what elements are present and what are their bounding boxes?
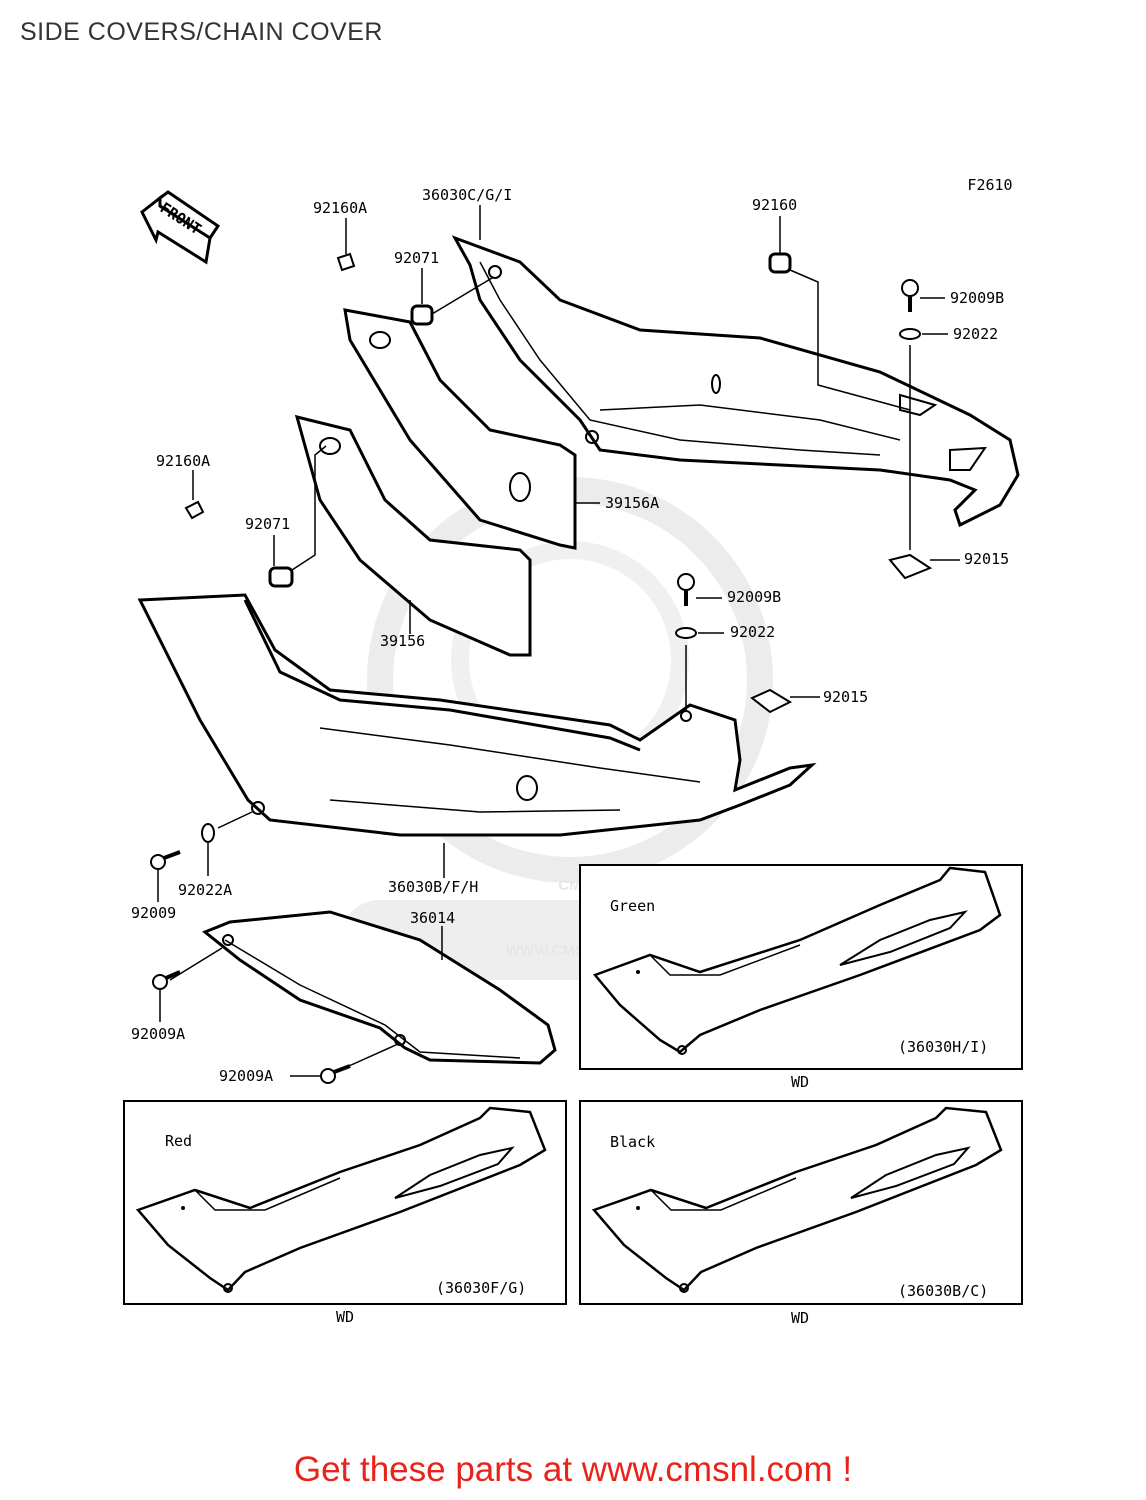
variant-box-green: Green (36030H/I) WD (579, 864, 1023, 1091)
washer-92022-right-icon (899, 328, 921, 340)
upper-tail-cover (451, 235, 1020, 528)
label-92009: 92009 (131, 904, 176, 922)
part-labels: 92160A 36030C/G/I 92160 92071 92009B 920… (131, 186, 1009, 1085)
label-39156a: 39156A (605, 494, 659, 512)
label-92015-right: 92015 (964, 550, 1009, 568)
footer-link[interactable]: www.cmsnl.com (581, 1450, 833, 1489)
variant-red-model: WD (336, 1308, 354, 1326)
damper-92071-top-icon (410, 304, 434, 326)
chain-cover (202, 910, 557, 1065)
variant-green-color: Green (610, 897, 655, 915)
bolt-92009a-bottom-icon (320, 1064, 351, 1084)
label-92015-mid: 92015 (823, 688, 868, 706)
label-92009b-mid: 92009B (727, 588, 781, 606)
variant-black-part-ref: (36030B/C) (898, 1282, 988, 1300)
footer-banner: Get these parts at www.cmsnl.com ! (0, 1450, 1146, 1490)
washer-92022a-icon (201, 823, 215, 843)
bolt-92009a-left-icon (152, 970, 181, 990)
side-panel-39156a (343, 308, 577, 550)
damper-92160-icon (768, 252, 792, 274)
label-36030b-f-h: 36030B/F/H (388, 878, 478, 896)
label-39156: 39156 (380, 632, 425, 650)
damper-92071-left-icon (268, 566, 294, 588)
bolt-92009b-mid-icon (677, 573, 695, 606)
footer-suffix: ! (832, 1450, 853, 1489)
label-92071-top: 92071 (394, 249, 439, 267)
label-92071-left: 92071 (245, 515, 290, 533)
bolt-92009b-right-icon (901, 279, 919, 312)
label-92009a-bottom: 92009A (219, 1067, 273, 1085)
variant-box-red: Red (36030F/G) WD (123, 1100, 567, 1326)
front-arrow-icon (140, 194, 212, 265)
variant-green-model: WD (791, 1073, 809, 1091)
label-36014: 36014 (410, 909, 455, 927)
side-panel-39156 (294, 414, 532, 657)
variant-red-color: Red (165, 1132, 192, 1150)
figure-code: F2610 (967, 176, 1012, 194)
label-92009a-left: 92009A (131, 1025, 185, 1043)
clip-92015-right-icon (888, 553, 933, 580)
label-92022a: 92022A (178, 881, 232, 899)
variant-black-color: Black (610, 1133, 655, 1151)
washer-92022-mid-icon (675, 627, 697, 639)
bolt-92009-icon (150, 850, 181, 870)
label-36030c-g-i: 36030C/G/I (422, 186, 512, 204)
label-92022-mid: 92022 (730, 623, 775, 641)
label-92009b-right: 92009B (950, 289, 1004, 307)
grommet-92160a-left-icon (184, 500, 205, 520)
label-92160: 92160 (752, 196, 797, 214)
variant-box-black: Black (36030B/C) WD (579, 1100, 1023, 1327)
grommet-92160a-top-icon (336, 252, 356, 272)
variant-green-part-ref: (36030H/I) (898, 1038, 988, 1056)
variant-red-part-ref: (36030F/G) (436, 1279, 526, 1297)
front-arrow: FRONT (140, 190, 221, 265)
label-92160a-left: 92160A (156, 452, 210, 470)
page-title: SIDE COVERS/CHAIN COVER (20, 18, 383, 46)
hardware (150, 252, 933, 1084)
clip-92015-mid-icon (750, 688, 793, 714)
leader-lines (157, 205, 960, 1077)
variant-black-model: WD (791, 1309, 809, 1327)
label-92022-right: 92022 (953, 325, 998, 343)
lower-side-cover (137, 593, 817, 837)
footer-prefix: Get these parts at (293, 1450, 582, 1489)
label-92160a-top: 92160A (313, 199, 367, 217)
